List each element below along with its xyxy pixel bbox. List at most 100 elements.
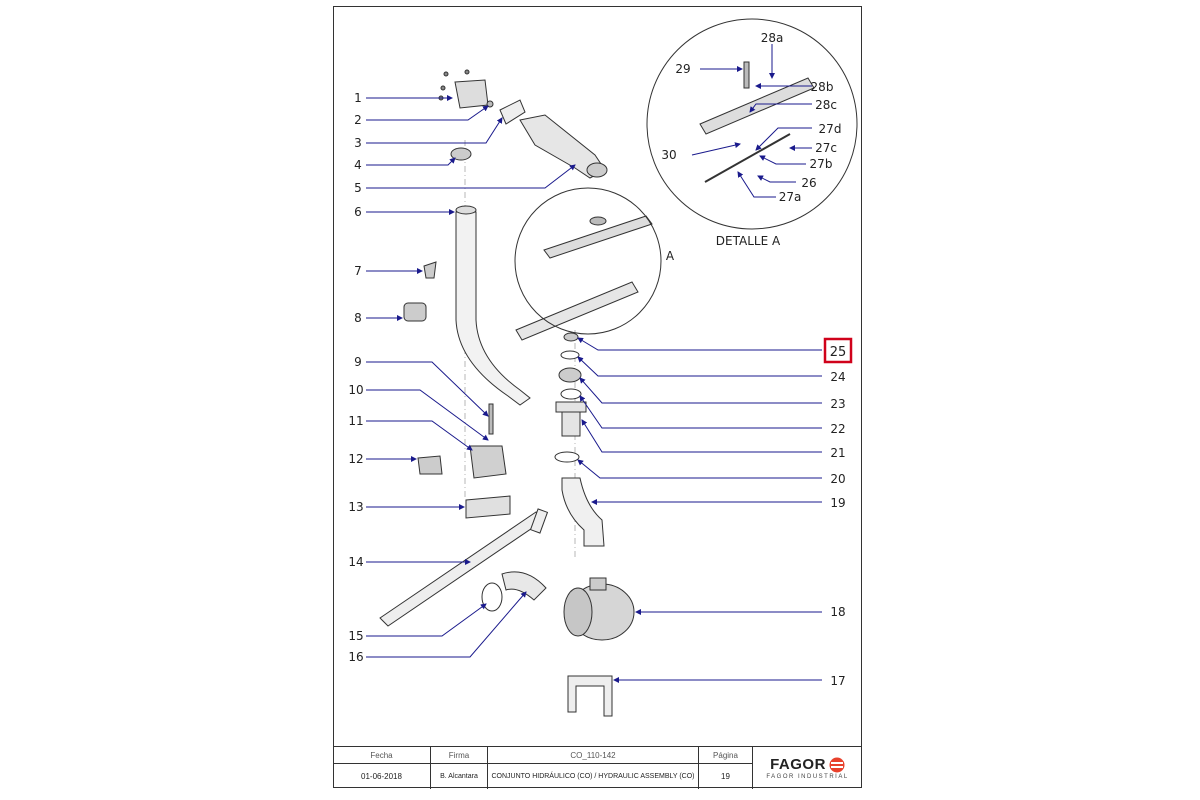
detail-spray-arm [699, 61, 815, 135]
leader-28c [749, 103, 812, 113]
callout-12: 12 [348, 452, 363, 466]
part-16-elbow [501, 571, 547, 601]
callout-7: 7 [354, 264, 362, 278]
leader-27b [759, 155, 806, 165]
tb-header-code: CO_110-142 [488, 747, 699, 764]
callout-27a: 27a [779, 190, 802, 204]
part-19-hose [561, 477, 605, 547]
part-12-fitting [417, 455, 443, 475]
callout-27c: 27c [815, 141, 837, 155]
callout-21: 21 [830, 446, 845, 460]
part-7-clip [423, 261, 437, 279]
callout-9: 9 [354, 355, 362, 369]
part-24-ring [560, 350, 580, 360]
callout-25: 25 [830, 345, 847, 360]
title-block: Fecha Firma CO_110-142 Página FAGOR FAGO… [333, 746, 862, 789]
part-17-pump-bracket [567, 675, 613, 717]
callout-28b: 28b [811, 80, 834, 94]
part-1-bracket [438, 69, 489, 109]
leader-23 [579, 377, 822, 404]
leader-22 [579, 395, 822, 429]
logo-subtitle: FAGOR INDUSTRIAL [766, 774, 849, 780]
callout-30: 30 [661, 148, 676, 162]
callout-27d: 27d [819, 122, 842, 136]
detail-A-circle-large [646, 18, 858, 230]
part-21-tee [555, 401, 587, 437]
callout-28a: 28a [761, 31, 784, 45]
leader-5 [366, 164, 576, 189]
callout-6: 6 [354, 205, 362, 219]
spray-arm-upper [543, 215, 653, 259]
callout-16: 16 [348, 650, 363, 664]
leader-21 [581, 419, 822, 453]
part-6-pipe [455, 205, 531, 406]
callout-15: 15 [348, 629, 363, 643]
part-8-valve [403, 302, 427, 322]
callout-3: 3 [354, 136, 362, 150]
callout-17: 17 [830, 674, 845, 688]
callout-24: 24 [830, 370, 845, 384]
callout-23: 23 [830, 397, 845, 411]
tb-header-signature: Firma [431, 747, 488, 764]
leader-24 [577, 356, 822, 377]
part-22-ring [560, 388, 582, 400]
callout-14: 14 [348, 555, 363, 569]
callout-18: 18 [830, 605, 845, 619]
leader-15 [366, 603, 487, 637]
leader-30 [691, 142, 741, 156]
callout-5: 5 [354, 181, 362, 195]
drawing-sheet [333, 6, 862, 788]
part-15-clamp [481, 582, 503, 612]
callout-11: 11 [348, 414, 363, 428]
part-25-washer [563, 332, 579, 342]
tb-header-page: Página [699, 747, 753, 764]
callout-22: 22 [830, 422, 845, 436]
detail-title: DETALLE A [716, 234, 781, 248]
tb-header-date: Fecha [333, 747, 431, 764]
detail-A-circle-small [514, 187, 662, 335]
callout-1: 1 [354, 91, 362, 105]
leader-9 [366, 361, 489, 417]
callout-4: 4 [354, 158, 362, 172]
leader-25 [577, 337, 822, 351]
callout-19: 19 [830, 496, 845, 510]
callout-28c: 28c [815, 98, 837, 112]
leader-4 [366, 157, 456, 166]
part-11-pump-housing [469, 445, 507, 479]
part-9-bolt [488, 403, 494, 435]
callout-13: 13 [348, 500, 363, 514]
part-14-hose [379, 508, 549, 627]
leader-16 [366, 591, 527, 658]
tb-description: CONJUNTO HIDRÁULICO (CO) / HYDRAULIC ASS… [488, 764, 699, 789]
leader-3 [366, 117, 503, 144]
leader-26 [757, 175, 796, 183]
callout-27b: 27b [810, 157, 833, 171]
fagor-logo-icon [829, 757, 845, 772]
callout-10: 10 [348, 383, 363, 397]
part-4-clamp [450, 147, 472, 161]
leader-27a [737, 171, 776, 198]
part-5-feed-arm [519, 114, 608, 179]
part-13-bracket [465, 495, 511, 519]
leader-20 [577, 459, 822, 479]
leader-11 [366, 420, 473, 451]
detail-shaft [704, 133, 791, 183]
callout-29: 29 [675, 62, 690, 76]
callout-2: 2 [354, 113, 362, 127]
detail-label-A: A [666, 249, 675, 263]
part-20-clamp [554, 451, 580, 463]
highlight-box-25 [823, 337, 853, 364]
part-3-gasket [499, 99, 526, 125]
callout-8: 8 [354, 311, 362, 325]
tb-page: 19 [699, 764, 753, 789]
fagor-logo: FAGOR FAGOR INDUSTRIAL [753, 747, 862, 789]
logo-name: FAGOR [770, 756, 826, 773]
leader-27d [755, 127, 812, 151]
callout-26: 26 [801, 176, 816, 190]
leader-2 [366, 105, 489, 121]
tb-signature: B. Alcantara [431, 764, 488, 789]
part-18-pump [563, 577, 635, 641]
callout-20: 20 [830, 472, 845, 486]
part-23-nut [558, 367, 582, 383]
